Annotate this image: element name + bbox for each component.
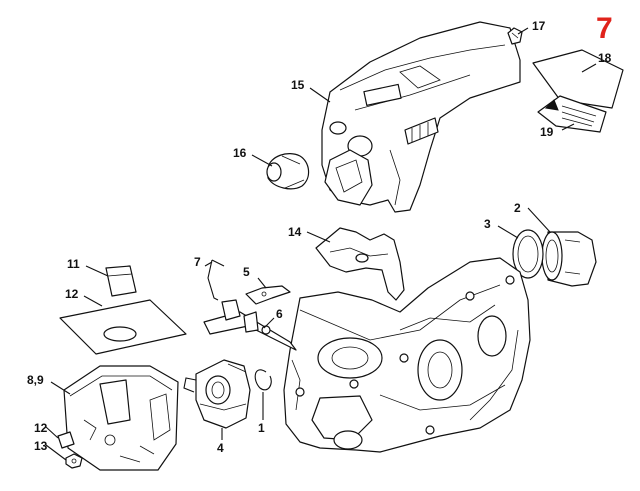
callout-10: 11 — [67, 257, 80, 271]
nut-part-13 — [65, 453, 83, 469]
decal-part-18 — [532, 49, 624, 109]
callout-11: 12 — [34, 421, 48, 435]
callout-19: 19 — [540, 125, 554, 139]
warning-label-part-19 — [537, 95, 607, 133]
filter-element-part-10 — [105, 265, 137, 297]
callout-4: 4 — [217, 441, 224, 455]
air-filter-housing-part-8-9 — [63, 365, 179, 471]
throttle-shaft-part-6 — [203, 299, 297, 351]
carburetor-part-4 — [183, 359, 251, 429]
callout-18: 18 — [598, 51, 612, 65]
baffle-part-14 — [315, 227, 405, 301]
page-number: 7 — [596, 12, 613, 45]
callout-15: 15 — [291, 78, 305, 92]
callout-14: 14 — [288, 225, 302, 239]
rod-part-7 — [207, 259, 225, 301]
crankcase-housing — [283, 257, 531, 453]
callout-3: 3 — [484, 217, 491, 231]
callout-8-9: 8,9 — [27, 373, 44, 387]
leader-lines — [45, 27, 597, 461]
screw-part-17 — [507, 27, 523, 45]
callout-labels: 17 18 19 15 16 14 3 2 11 12 8,9 12 13 4 … — [27, 19, 612, 455]
filter-pad-part-12 — [59, 299, 187, 355]
callout-17: 17 — [532, 19, 546, 33]
callout-16: 16 — [233, 146, 247, 160]
linkage-part-5 — [245, 285, 291, 305]
callout-1: 1 — [258, 421, 265, 435]
callout-2: 2 — [514, 201, 521, 215]
shroud-cover-part-15 — [321, 21, 521, 213]
callout-12: 12 — [65, 287, 79, 301]
ring-part-3 — [512, 229, 544, 279]
callout-13: 13 — [34, 439, 48, 453]
circlip-part-1 — [254, 369, 272, 391]
callout-5: 5 — [243, 265, 250, 279]
clip-part-11 — [57, 431, 75, 449]
callout-6: 6 — [276, 307, 283, 321]
intake-boot-part-2 — [541, 231, 597, 287]
knob-part-16 — [266, 153, 310, 190]
callout-7: 7 — [194, 255, 201, 269]
